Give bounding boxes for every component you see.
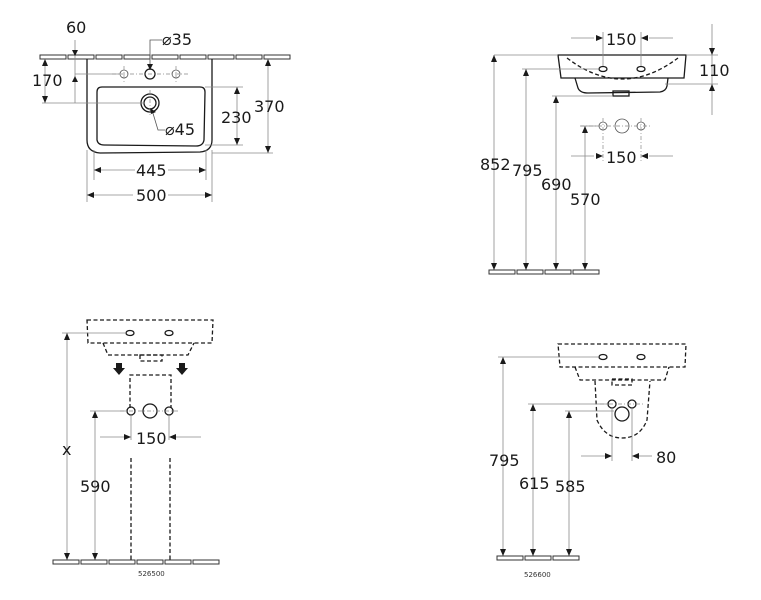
dim-supply-spacing: 150 (606, 148, 637, 167)
dim-tap-height-semi: 795 (489, 451, 520, 470)
wall-strip (39, 54, 291, 60)
dim-supply-height: 570 (570, 190, 601, 209)
dim-basin-height: 110 (699, 61, 730, 80)
model-code-526600: 526600 (524, 571, 551, 579)
dim-drain-diameter: ⌀45 (165, 120, 195, 139)
semi-pedestal-view: 795 615 585 80 526600 (489, 343, 687, 579)
dim-rim-height: 852 (480, 155, 511, 174)
basin-outline (86, 59, 213, 154)
dim-bowl-depth: 230 (221, 108, 252, 127)
dim-overall-depth: 370 (254, 97, 285, 116)
dim-supply-height-pedestal: 590 (80, 477, 111, 496)
top-view: 60 ⌀35 170 ⌀45 230 370 (32, 18, 291, 205)
dim-tap-to-drain: 170 (32, 71, 63, 90)
dim-underside-height: 690 (541, 175, 572, 194)
model-code-526500: 526500 (138, 570, 165, 578)
basin-body (557, 54, 687, 79)
floor-strip (496, 555, 580, 561)
dim-supply-height-semi: 615 (519, 474, 550, 493)
bowl-outline (96, 86, 206, 147)
dim-supply-spacing-semi: 80 (656, 448, 676, 467)
dim-waste-height: 585 (555, 477, 586, 496)
dim-overall-width: 500 (136, 186, 167, 205)
floor-strip (488, 269, 600, 275)
dim-tap-hole-diameter: ⌀35 (162, 30, 192, 49)
dim-bowl-width: 445 (136, 161, 167, 180)
dim-supply-spacing-pedestal: 150 (136, 429, 167, 448)
pedestal-view: x 590 150 526500 (52, 319, 220, 578)
dim-tap-offset: 60 (66, 18, 86, 37)
dim-tap-spacing-top: 150 (606, 30, 637, 49)
dim-tap-height: 795 (512, 161, 543, 180)
dim-rim-height-variable: x (62, 440, 71, 459)
floor-strip (52, 559, 220, 565)
front-view: 150 110 852 795 690 570 150 (480, 24, 730, 275)
